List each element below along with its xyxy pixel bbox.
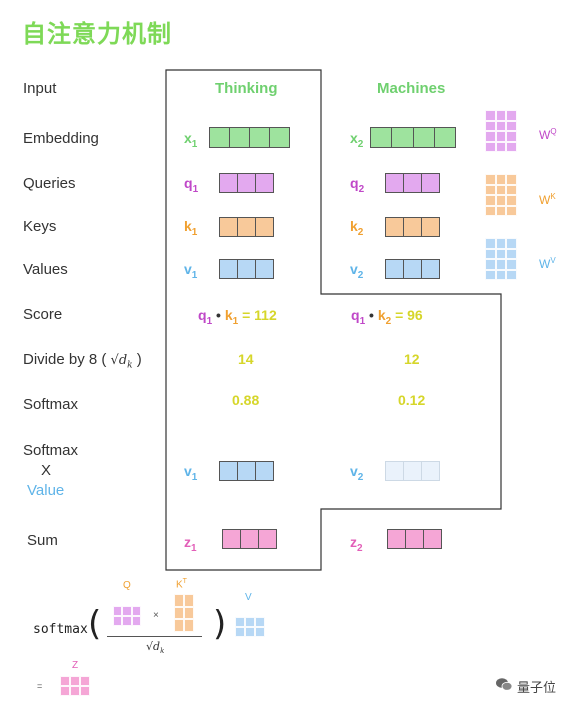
formula-close-paren: ) [213, 604, 227, 644]
key-vector-k1 [219, 217, 274, 237]
column-machines: Machines [377, 80, 446, 97]
weight-matrix-wv [485, 238, 517, 280]
score-expression-2: q1 • k2 = 96 [351, 307, 423, 327]
row-label-value: Value [27, 482, 65, 499]
weight-matrix-wq [485, 110, 517, 152]
output-vector-z2 [387, 529, 442, 549]
column-thinking: Thinking [215, 80, 278, 97]
label-wk: WK [539, 192, 556, 207]
divide-sqrt: √dk [110, 353, 133, 371]
symbol-z1: z1 [184, 534, 197, 554]
key-vector-k2 [385, 217, 440, 237]
embedding-vector-x1 [209, 127, 290, 148]
row-label-divide: Divide by 8 ( √dk ) [23, 351, 142, 371]
formula-v-label: V [245, 592, 252, 603]
label-wv: WV [539, 256, 556, 271]
symbol-k1: k1 [184, 218, 198, 238]
divided-value-1: 14 [238, 351, 254, 367]
formula-q-matrix [113, 606, 141, 626]
weighted-vector-v2 [385, 461, 440, 481]
formula-z-label: Z [72, 660, 79, 671]
page-title: 自注意力机制 [22, 20, 172, 48]
row-label-sum: Sum [27, 532, 58, 549]
symbol-x2: x2 [350, 130, 364, 150]
row-label-keys: Keys [23, 218, 57, 235]
symbol-x1: x1 [184, 130, 198, 150]
formula-z-matrix [60, 676, 90, 696]
row-label-input: Input [23, 80, 57, 97]
formula-q-label: Q [123, 580, 131, 591]
divide-text: Divide by 8 ( [23, 351, 107, 368]
formula-kt-label: KT [176, 578, 187, 591]
label-wq: WQ [539, 127, 557, 142]
symbol-v2: v2 [350, 261, 364, 281]
formula-times: × [153, 610, 159, 621]
wechat-icon [496, 678, 513, 691]
value-vector-v2 [385, 259, 440, 279]
output-vector-z1 [222, 529, 277, 549]
formula-open-paren: ( [88, 604, 102, 644]
weight-matrix-wk [485, 174, 517, 216]
formula-kt-matrix [174, 594, 194, 632]
symbol-v1: v1 [184, 261, 198, 281]
formula-fraction-bar [107, 636, 202, 637]
row-label-softmax2: Softmax [23, 442, 79, 459]
symbol-weighted-v2: v2 [350, 463, 364, 483]
score-expression-1: q1 • k1 = 112 [198, 307, 277, 327]
value-vector-v1 [219, 259, 274, 279]
score-value-2: 96 [407, 307, 423, 323]
weighted-vector-v1 [219, 461, 274, 481]
row-label-times: X [41, 462, 52, 479]
row-label-softmax: Softmax [23, 396, 79, 413]
symbol-k2: k2 [350, 218, 364, 238]
divided-value-2: 12 [404, 351, 420, 367]
divide-close: ) [136, 351, 142, 368]
formula-equals: = [37, 681, 43, 691]
symbol-q1: q1 [184, 175, 199, 195]
formula-v-matrix [235, 617, 265, 637]
row-label-embedding: Embedding [23, 130, 99, 147]
formula-softmax: softmax [33, 622, 88, 637]
row-label-values: Values [23, 261, 68, 278]
row-label-queries: Queries [23, 175, 76, 192]
query-vector-q1 [219, 173, 274, 193]
symbol-q2: q2 [350, 175, 365, 195]
formula-sqrt-dk: √dk [146, 640, 165, 656]
embedding-vector-x2 [370, 127, 456, 148]
query-vector-q2 [385, 173, 440, 193]
symbol-weighted-v1: v1 [184, 463, 198, 483]
row-label-score: Score [23, 306, 63, 323]
softmax-value-2: 0.12 [398, 392, 426, 408]
softmax-value-1: 0.88 [232, 392, 260, 408]
symbol-z2: z2 [350, 534, 363, 554]
watermark-text: 量子位 [517, 681, 557, 696]
score-value-1: 112 [254, 307, 277, 323]
